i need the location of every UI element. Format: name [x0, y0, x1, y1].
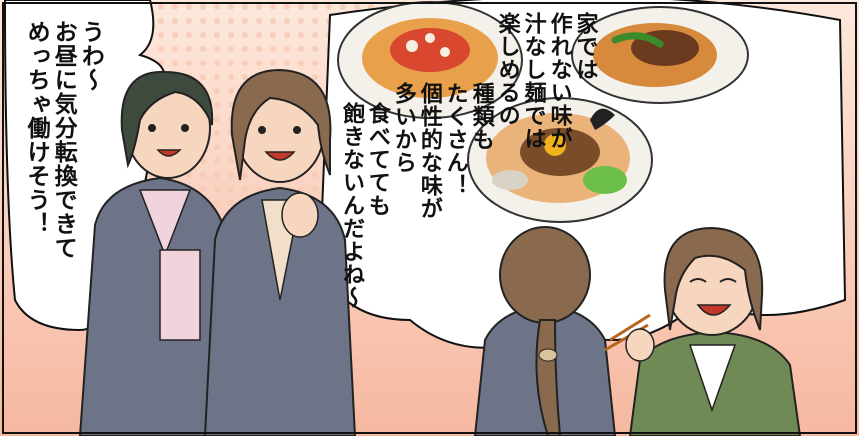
speech-line: うわ～	[77, 20, 104, 92]
speech-text-right: 家では 作れない味が 汁なし麺では 楽しめるの 種類も たくさん！ 個性的な味が…	[338, 12, 598, 392]
speech-line: 汁なし麺では	[520, 12, 546, 150]
woman-right	[604, 226, 802, 436]
speech-text-left: うわ～ お昼に気分転換できて めっちゃ働けそう！	[22, 20, 103, 320]
speech-line: 多いから	[390, 82, 416, 174]
speech-line: 種類も	[468, 82, 494, 151]
food-bowl-center	[467, 97, 653, 223]
woman-center	[203, 68, 357, 436]
speech-line: 楽しめるの	[494, 12, 520, 127]
food-bowl-top-right	[571, 6, 749, 104]
speech-line: 食べてても	[364, 102, 390, 217]
speech-line: たくさん！	[442, 82, 468, 197]
food-bowl-top-left	[337, 1, 523, 119]
speech-line: めっちゃ働けそう！	[23, 20, 50, 236]
speech-line: 個性的な味が	[416, 82, 442, 220]
speech-line: 家では	[572, 12, 598, 81]
woman-back-view	[473, 226, 617, 436]
speech-line: 飽きないんだよね～	[338, 102, 364, 309]
speech-line: お昼に気分転換できて	[50, 20, 77, 260]
speech-line: 作れない味が	[546, 12, 572, 150]
